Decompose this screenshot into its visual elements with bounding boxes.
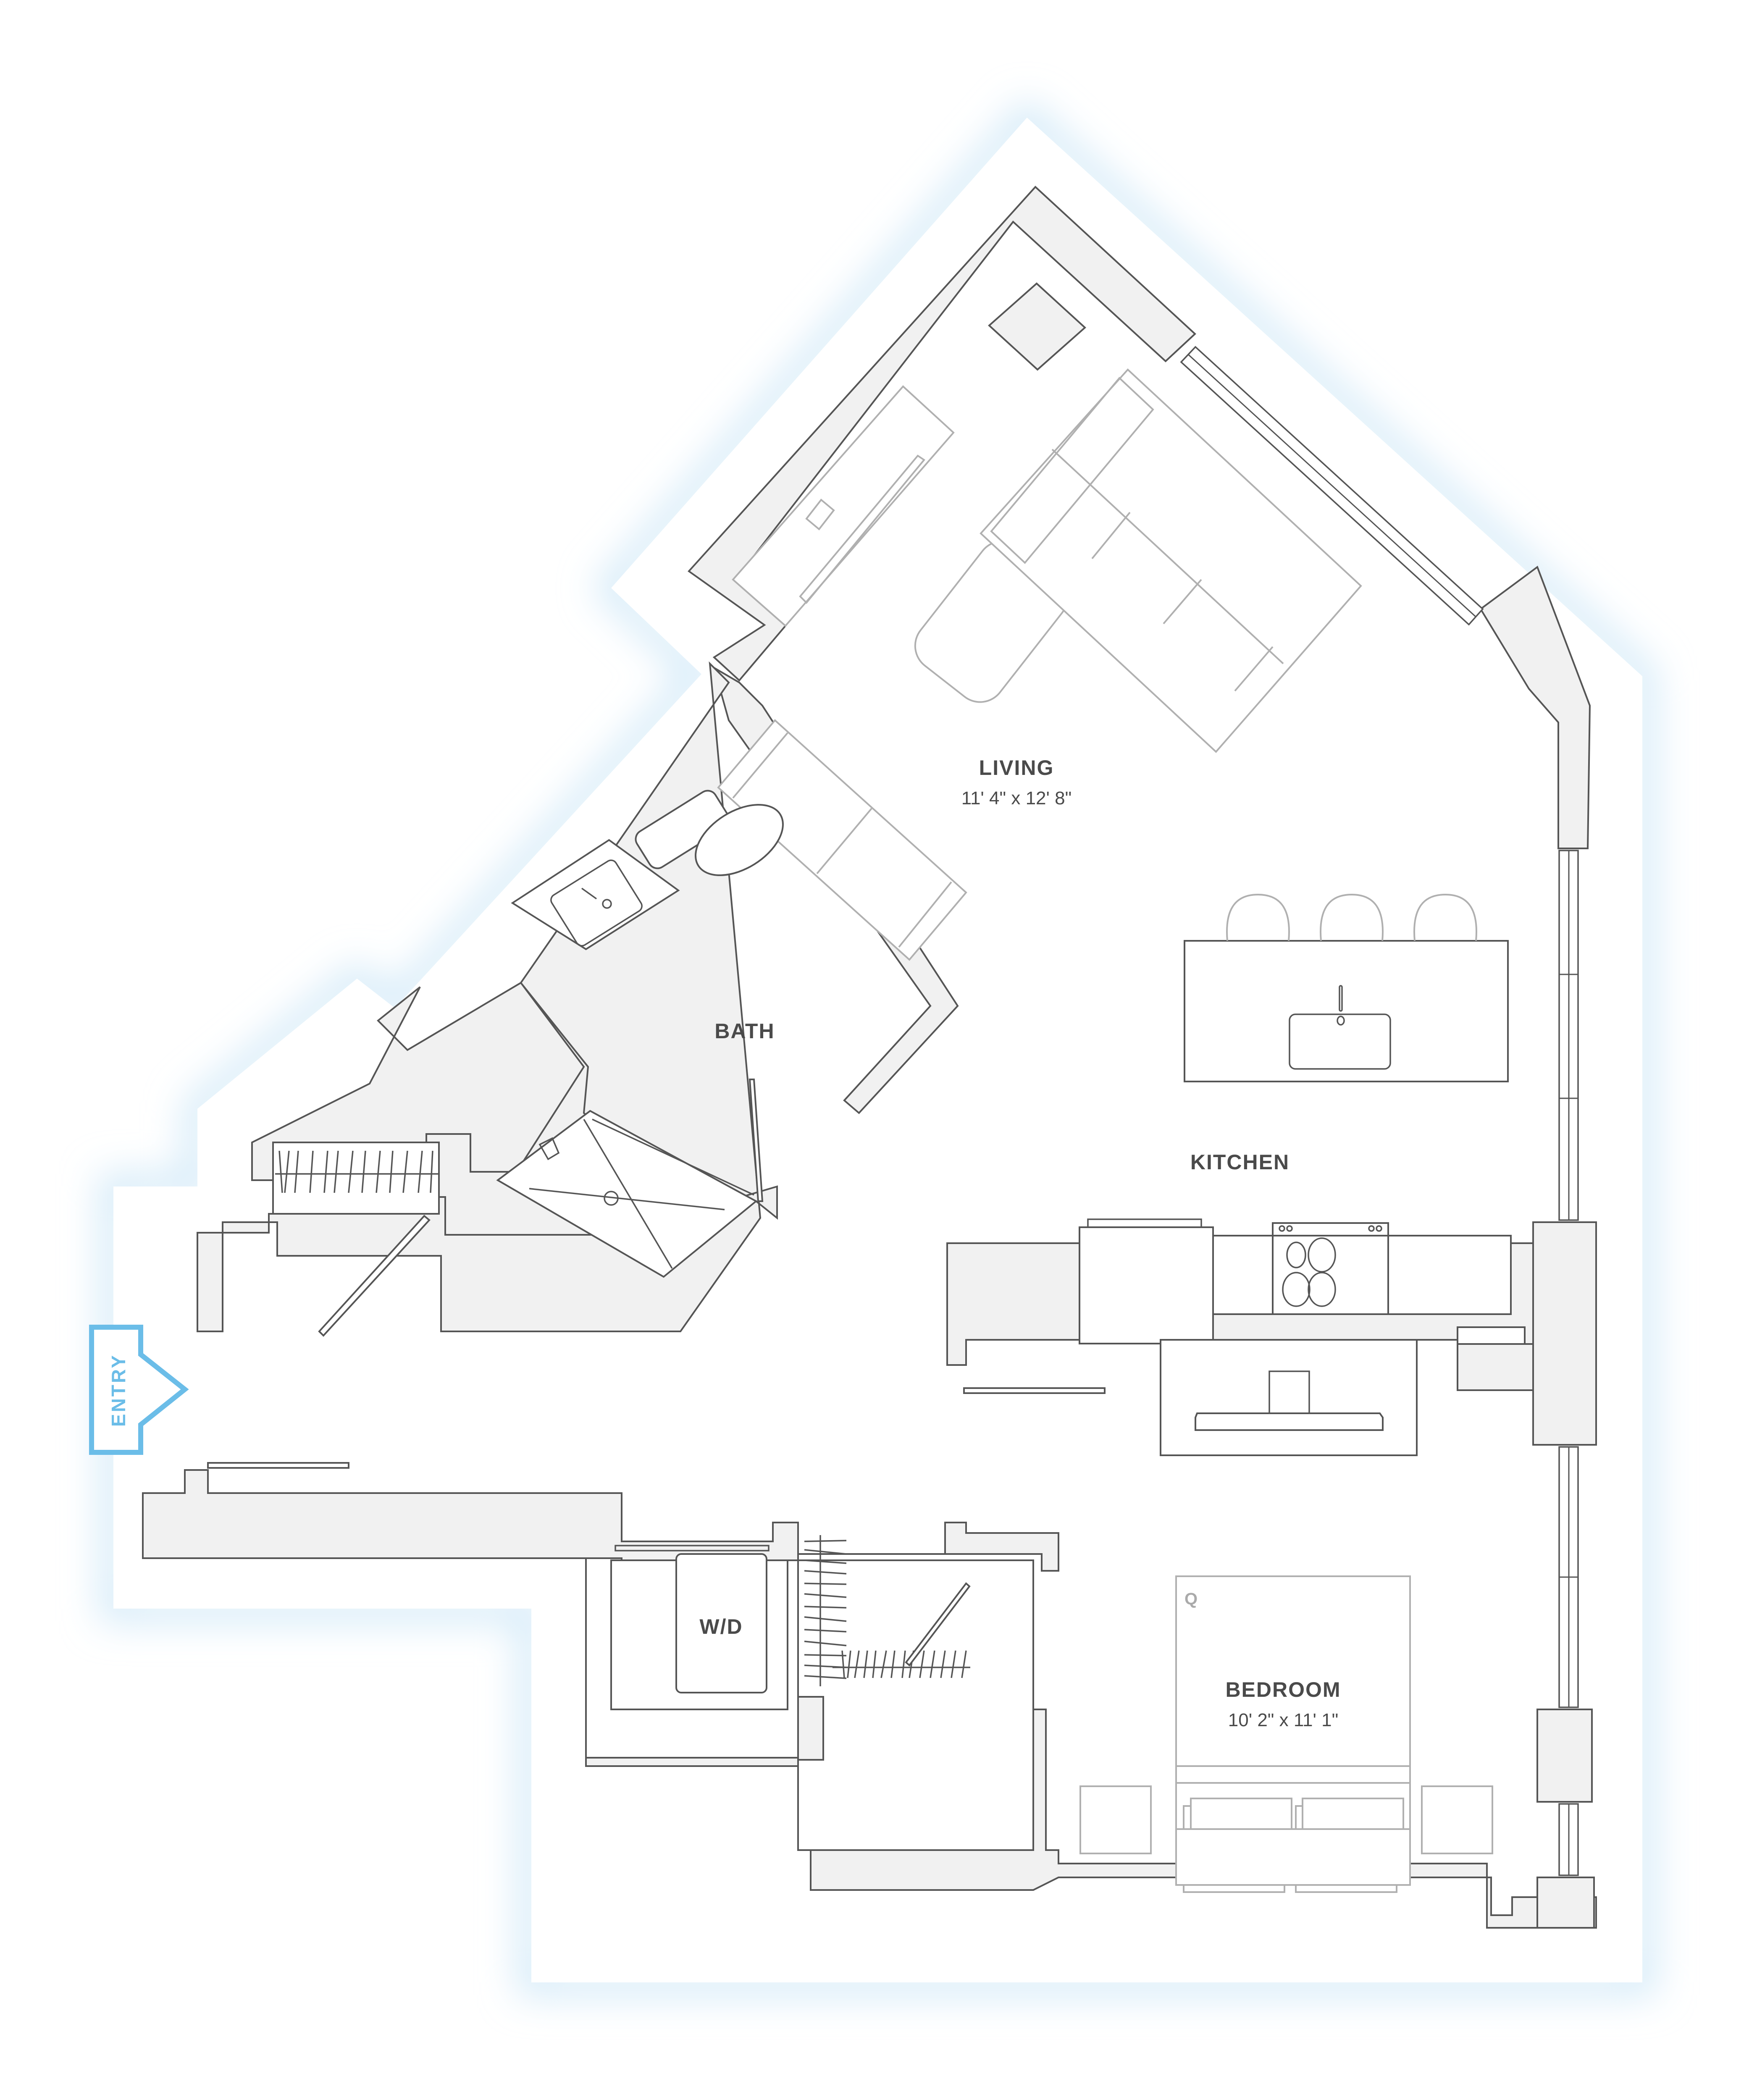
entry-label: ENTRY — [108, 1354, 129, 1427]
closet-door-bedroom[interactable] — [905, 1582, 971, 1667]
entry-closet — [272, 1142, 440, 1337]
bed-size-label: Q — [1184, 1590, 1198, 1608]
loveseat — [717, 719, 967, 961]
nightstand-right — [1421, 1785, 1493, 1854]
hangers-vertical — [804, 1540, 847, 1679]
range — [1272, 1222, 1389, 1315]
bedroom: Q BEDROOM 10' 2" x 11' 1" — [1079, 1575, 1493, 1893]
bathroom: BATH — [496, 790, 784, 1278]
bath-door[interactable] — [748, 1079, 764, 1202]
entry-marker[interactable]: ENTRY — [89, 1325, 189, 1455]
kitchen: KITCHEN — [963, 893, 1512, 1394]
queen-bed: Q — [1175, 1575, 1411, 1893]
refrigerator — [1079, 1226, 1214, 1344]
media-console — [732, 385, 955, 627]
windows — [1180, 346, 1579, 1876]
toilet — [635, 790, 784, 876]
living-room: LIVING 11' 4" x 12' 8" — [717, 282, 1362, 961]
living-dimensions: 11' 4" x 12' 8" — [961, 788, 1072, 808]
laundry: W/D — [610, 1545, 788, 1710]
sectional-sofa — [980, 368, 1362, 753]
bedroom-label: BEDROOM — [1225, 1678, 1341, 1701]
laundry-label: W/D — [699, 1615, 743, 1638]
bedroom-dimensions: 10' 2" x 11' 1" — [1228, 1710, 1339, 1730]
hangers — [278, 1150, 433, 1193]
bath-label: BATH — [714, 1019, 775, 1043]
bar-stools — [1226, 893, 1477, 941]
kitchen-door[interactable] — [963, 1387, 1106, 1394]
shower — [496, 1110, 758, 1278]
entry-door[interactable] — [207, 1462, 349, 1469]
closet-door[interactable] — [318, 1215, 431, 1337]
kitchen-island — [1184, 940, 1509, 1082]
kitchen-label: KITCHEN — [1190, 1150, 1290, 1174]
side-table — [988, 282, 1086, 371]
tv-console — [1160, 1339, 1418, 1456]
nightstand-left — [1079, 1785, 1152, 1854]
bedroom-closet — [797, 1535, 1034, 1851]
hangers-horizontal — [841, 1650, 967, 1678]
living-label: LIVING — [979, 756, 1054, 780]
vanity — [511, 839, 680, 950]
